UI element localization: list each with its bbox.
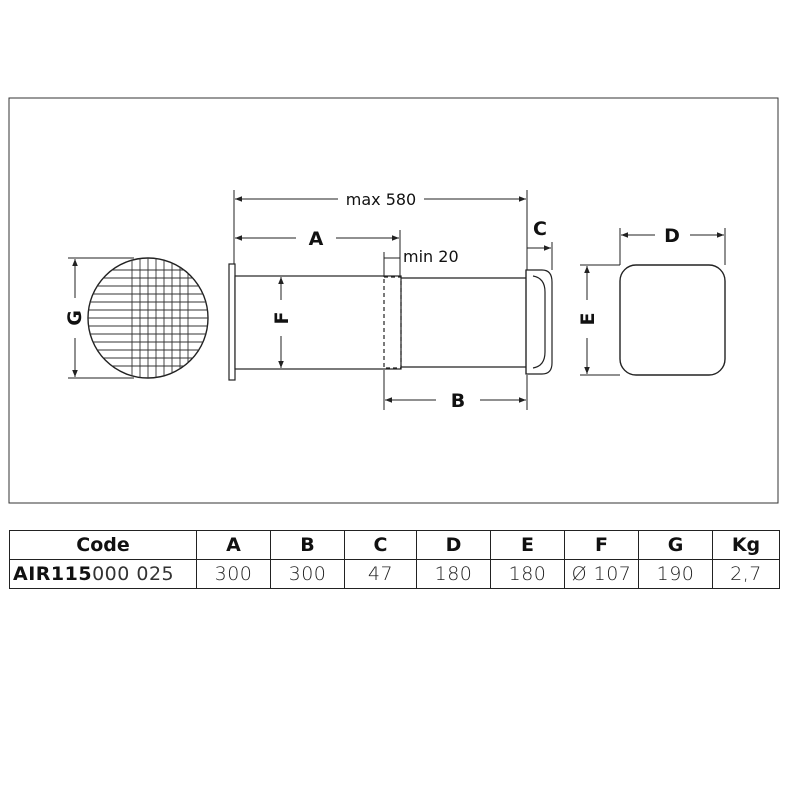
dim-g: [68, 257, 134, 379]
square-cover: [619, 264, 726, 376]
dim-min-label: min 20: [403, 247, 459, 266]
cell-kg: 2,7: [712, 559, 780, 589]
dim-d-label: D: [664, 225, 680, 247]
table-row: AIR115000 025 300 300 47 180 180 Ø 107 1…: [9, 559, 780, 589]
dim-c-label: C: [533, 218, 547, 240]
dim-min: [383, 252, 400, 277]
cell-e: 180: [490, 559, 565, 589]
header-a: A: [196, 530, 271, 560]
dim-c: [527, 242, 553, 270]
drawing-frame: [8, 97, 779, 504]
tube-side-view: [228, 263, 553, 381]
header-kg: Kg: [712, 530, 780, 560]
spec-table: Code A B C D E F G Kg AIR115000 025 300 …: [9, 530, 780, 589]
table-header-row: Code A B C D E F G Kg: [9, 530, 780, 560]
header-g: G: [638, 530, 713, 560]
dim-g-label: G: [64, 310, 86, 326]
header-e: E: [490, 530, 565, 560]
dim-a: [235, 230, 401, 276]
dim-max: [233, 190, 528, 270]
dim-e: [580, 264, 620, 376]
dim-b: [383, 370, 528, 410]
cell-c: 47: [344, 559, 417, 589]
dim-d: [619, 228, 726, 265]
dim-a-label: A: [309, 228, 324, 250]
header-code: Code: [9, 530, 197, 560]
header-b: B: [270, 530, 345, 560]
cell-b: 300: [270, 559, 345, 589]
cell-code: AIR115000 025: [9, 559, 197, 589]
dim-b-label: B: [451, 390, 465, 412]
technical-drawing: G max 580 A min 20 F: [8, 97, 779, 504]
dim-f-label: F: [271, 312, 293, 325]
header-d: D: [416, 530, 491, 560]
cell-g: 190: [638, 559, 713, 589]
cell-d: 180: [416, 559, 491, 589]
dim-max-label: max 580: [346, 190, 416, 209]
code-prefix: AIR115: [13, 563, 93, 585]
header-f: F: [564, 530, 639, 560]
cell-a: 300: [196, 559, 271, 589]
dim-e-label: E: [577, 313, 599, 326]
code-suffix: 000 025: [92, 563, 175, 585]
header-c: C: [344, 530, 417, 560]
cell-f: Ø 107: [564, 559, 639, 589]
circular-grille: [87, 257, 209, 379]
